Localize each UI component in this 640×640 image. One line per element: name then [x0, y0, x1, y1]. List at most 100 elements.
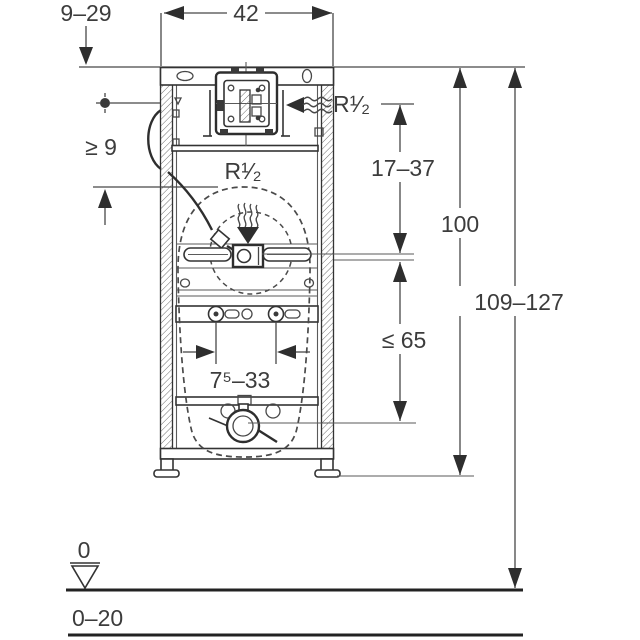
- supply-pipe-assembly: [167, 171, 312, 269]
- label-backing: [371, 324, 437, 354]
- outlet-nut-right: [265, 403, 281, 419]
- conduit-arc: [147, 108, 162, 170]
- water-squiggle-icon: [243, 202, 247, 228]
- fixing-rail: [175, 305, 319, 323]
- dim-frame-width: 42: [160, 0, 334, 66]
- hose-connector: [209, 228, 231, 250]
- supply-wave-icon: [303, 96, 333, 102]
- arrow-down-icon: [453, 455, 467, 475]
- floor-section: 0 0–20: [66, 537, 523, 637]
- box-screw: [227, 84, 235, 92]
- rail-hole: [303, 278, 315, 288]
- frame-bottom-bar: [159, 447, 335, 460]
- label-backing: [227, 1, 265, 25]
- frame-foot-pad-left: [153, 469, 180, 478]
- outlet-pipe-outer: [225, 408, 261, 444]
- dim-min-clearance-label: ≥ 9: [85, 134, 117, 160]
- flush-arrow-down-icon: [237, 227, 259, 244]
- box-screw: [227, 115, 235, 123]
- arrow-up-icon: [453, 68, 467, 88]
- box-part-dot: [255, 115, 261, 121]
- flush-symbol: [237, 202, 259, 244]
- arrow-down-icon: [393, 401, 407, 421]
- marker-tick-icon: [173, 97, 183, 106]
- dim-outlet-height-label: ≤ 65: [382, 327, 427, 353]
- label-backing: [365, 152, 441, 182]
- dim-supply-height: 17–37: [365, 105, 441, 253]
- arrow-down-icon: [393, 233, 407, 253]
- floor-buildup-label: 0–20: [72, 605, 123, 631]
- dim-frame-height: 100: [434, 68, 486, 475]
- conduit-and-marker: [96, 93, 162, 170]
- supply-wave-icon: [303, 108, 333, 114]
- urinal-body-outline: [177, 186, 311, 458]
- hose-connector-body: [209, 228, 231, 250]
- fixing-bolt-left-center: [213, 311, 219, 317]
- box-foot: [220, 129, 228, 134]
- frame-right-rail: [320, 66, 335, 460]
- supply-arrow-left-icon: [286, 97, 304, 113]
- arrow-up-icon: [393, 105, 407, 125]
- clamp-arm-left: [208, 417, 229, 427]
- fixing-rail-slot: [284, 309, 301, 319]
- box-screw: [258, 84, 266, 92]
- dim-fixing-distance: 7⁵–33: [183, 322, 310, 393]
- outlet-clamp: [208, 403, 278, 444]
- dim-fixing-distance-label: 7⁵–33: [210, 367, 271, 393]
- supply-hose: [167, 171, 214, 231]
- water-squiggle-icon: [249, 203, 253, 228]
- water-squiggle-icon: [255, 204, 259, 228]
- mounting-frame: [153, 66, 341, 478]
- connection-point-icon: [100, 98, 110, 108]
- arrow-up-icon: [98, 189, 112, 208]
- label-backing: [434, 208, 486, 238]
- arrow-up-icon: [393, 262, 407, 282]
- water-supply-top: R¹⁄₂: [286, 91, 414, 117]
- flush-control-box: [203, 62, 290, 146]
- floor-level-icon: [70, 565, 100, 590]
- dim-frame-width-label: 42: [233, 0, 259, 26]
- box-top-tab: [256, 68, 264, 73]
- frame-foot-pad-right: [314, 469, 341, 478]
- dim-supply-height-label: 17–37: [371, 155, 435, 181]
- outlet-pipe-inner: [232, 415, 254, 437]
- fixing-bolt-left: [207, 305, 225, 323]
- fixing-bolt-right-center: [273, 311, 279, 317]
- box-part: [251, 106, 262, 117]
- water-supply-top-label: R¹⁄₂: [333, 91, 370, 117]
- arrow-left-icon: [277, 345, 296, 359]
- box-part-dot: [255, 87, 261, 93]
- supply-wave-icon: [302, 102, 332, 108]
- dim-install-height: 109–127: [459, 68, 577, 588]
- clamp-lever: [257, 428, 278, 444]
- dim-frame-height-label: 100: [441, 211, 479, 237]
- rail-clip: [314, 127, 324, 137]
- box-foot: [265, 129, 273, 134]
- label-backing: [459, 286, 577, 316]
- dim-min-clearance: ≥ 9: [85, 134, 218, 225]
- arrow-down-icon: [508, 568, 522, 588]
- water-squiggle-icon: [237, 203, 241, 228]
- top-rail-slot-left: [176, 70, 194, 82]
- fixing-bolt-right: [267, 305, 285, 323]
- frame-left-rail: [159, 66, 174, 460]
- box-top-tab: [231, 68, 239, 73]
- rail-hole: [179, 278, 191, 288]
- dim-outlet-height: ≤ 65: [371, 262, 437, 421]
- arrow-up-icon: [508, 68, 522, 88]
- crossbar: [171, 144, 319, 152]
- water-supply-mid-label: R¹⁄₂: [224, 158, 261, 184]
- floor-level-label: 0: [78, 537, 91, 563]
- top-rail-slot-right: [301, 68, 313, 84]
- dim-offset-depth: 9–29: [60, 0, 112, 65]
- rail-clip: [172, 109, 180, 118]
- arrow-down-icon: [79, 47, 93, 65]
- box-part: [251, 94, 262, 105]
- fixing-rail-slot: [224, 309, 240, 319]
- supply-fitting-port: [236, 248, 252, 264]
- box-valve-cartridge: [239, 89, 251, 123]
- fixing-rail-hole: [241, 308, 253, 320]
- dim-offset-depth-label: 9–29: [60, 0, 111, 26]
